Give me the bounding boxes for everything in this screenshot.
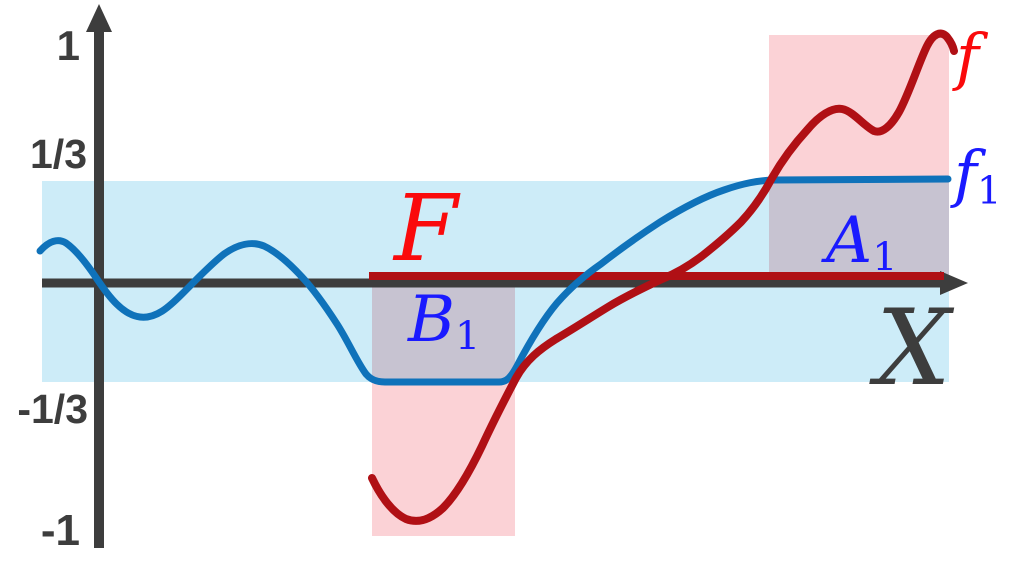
label-f1-subscript: 1 [976, 168, 1002, 214]
y-tick-1: 1 [56, 22, 80, 69]
label-B1-base: B [408, 283, 456, 357]
label-set-F: F [394, 175, 458, 282]
label-region-A1: A1 [826, 209, 897, 278]
label-region-B1: B1 [408, 288, 480, 357]
y-tick-one-third: 1/3 [30, 131, 87, 177]
label-x-axis-X: X [876, 287, 951, 409]
y-axis-arrow-icon [86, 4, 112, 32]
label-B1-subscript: 1 [455, 313, 481, 360]
label-f1-curve: f1 [954, 143, 1001, 211]
label-f-curve: f [956, 20, 979, 93]
label-A1-subscript: 1 [872, 234, 898, 281]
y-tick-minus-one-third: -1/3 [17, 386, 88, 432]
f1-curve [36, 175, 952, 386]
label-f1-base: f [954, 137, 977, 210]
label-A1-base: A [826, 204, 873, 278]
region-b1-overlap [372, 282, 515, 382]
x-axis-arrow-icon [940, 271, 968, 295]
f-curve [368, 29, 958, 525]
region-a1-overlap [769, 181, 949, 277]
y-tick-minus-1: -1 [40, 506, 80, 555]
